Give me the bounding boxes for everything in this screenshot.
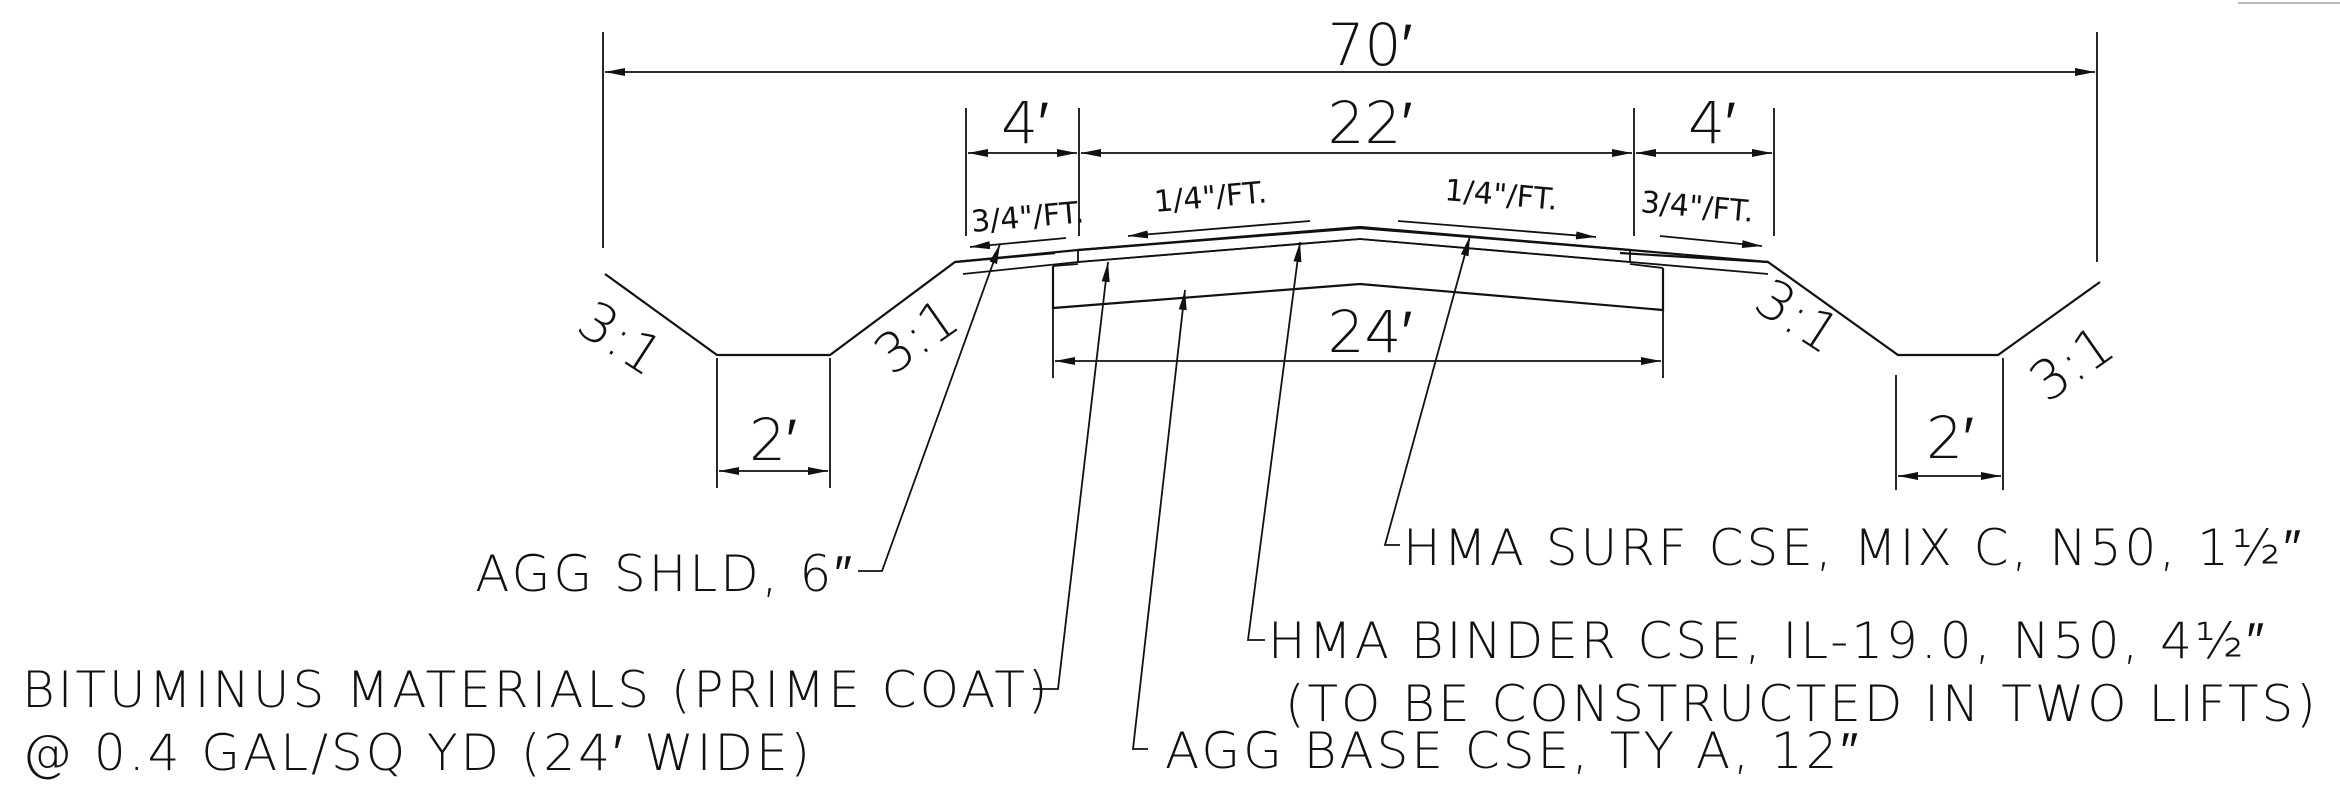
surface-leader — [1383, 235, 1471, 546]
right-pavement-slope-label: 1/4"/FT. — [1443, 173, 1559, 218]
left-ditch-profile — [604, 251, 1056, 357]
base-width-label: 24′ — [1328, 298, 1413, 366]
overall-width-label: 70′ — [1328, 11, 1413, 79]
agg-shoulder-callout: AGG SHLD, 6″ — [475, 545, 855, 603]
left-ditch-width-label: 2′ — [749, 406, 797, 474]
agg-shoulder-leader — [858, 243, 1001, 572]
prime-coat-callout-line1: BITUMINUS MATERIALS (PRIME COAT) — [22, 661, 1050, 719]
agg-base-callout: AGG BASE CSE, TY A, 12″ — [1165, 722, 1861, 780]
left-shoulder-slope-label: 3/4"/FT. — [970, 195, 1086, 240]
right-shoulder-slope-label: 3/4"/FT. — [1639, 185, 1755, 230]
surface-callout: HMA SURF CSE, MIX C, N50, 1½″ — [1403, 519, 2304, 577]
left-shoulder-slope-arrow — [969, 237, 1067, 250]
left-pavement-slope-arrow — [1127, 220, 1311, 239]
binder-leader — [1246, 241, 1302, 641]
shoulder-bottom-line — [962, 238, 1769, 275]
right-pavement-slope-arrow — [1397, 220, 1597, 240]
right-shoulder-width-label: 4′ — [1688, 89, 1736, 157]
surface-course-top — [1077, 225, 1631, 252]
pavement-width-label: 22′ — [1328, 89, 1413, 157]
right-shoulder-slope-arrow — [1659, 235, 1763, 249]
left-outer-side-slope: 3:1 — [567, 289, 674, 389]
binder-callout-line2: (TO BE CONSTRUCTED IN TWO LIFTS) — [1285, 675, 2319, 733]
prime-coat-callout-line2: @ 0.4 GAL/SQ YD (24′ WIDE) — [22, 724, 813, 782]
right-ditch-width-label: 2′ — [1926, 404, 1974, 472]
left-pavement-slope-label: 1/4"/FT. — [1153, 175, 1269, 220]
prime-coat-leader — [1033, 261, 1110, 690]
agg-base-top-left — [1052, 263, 1079, 267]
left-shoulder-width-label: 4′ — [1001, 89, 1049, 157]
shoulder-top-line — [954, 226, 1769, 264]
right-inner-side-slope: 3:1 — [1744, 266, 1851, 366]
binder-callout-line1: HMA BINDER CSE, IL-19.0, N50, 4½″ — [1268, 612, 2267, 670]
binder-course-bottom — [1077, 238, 1631, 263]
agg-base-outline — [1051, 266, 1665, 312]
agg-base-top-right — [1629, 263, 1664, 269]
right-ditch-profile — [1619, 251, 2101, 357]
agg-base-leader — [1131, 289, 1187, 750]
